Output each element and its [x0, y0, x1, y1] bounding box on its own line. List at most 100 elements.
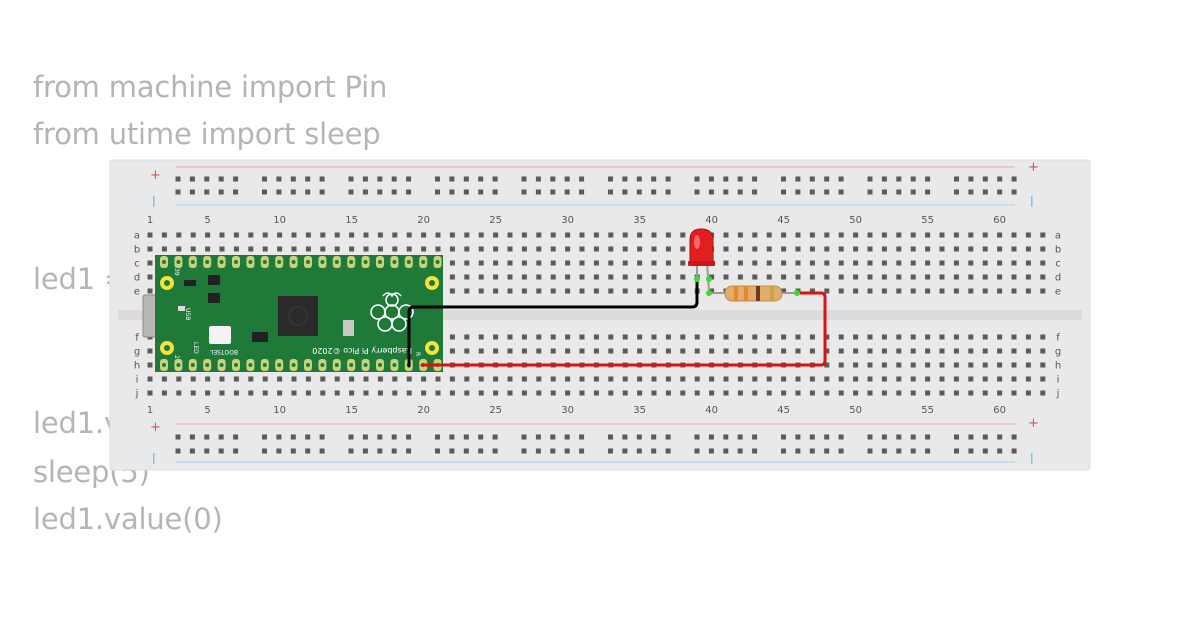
rail-hole[interactable]	[795, 176, 801, 182]
breadboard-hole[interactable]	[939, 288, 945, 294]
breadboard-hole[interactable]	[1011, 362, 1017, 368]
breadboard-hole[interactable]	[910, 246, 916, 252]
breadboard-hole[interactable]	[824, 334, 830, 340]
breadboard-hole[interactable]	[853, 362, 859, 368]
rail-hole[interactable]	[233, 176, 239, 182]
rail-hole[interactable]	[521, 434, 527, 440]
rail-hole[interactable]	[521, 176, 527, 182]
rail-hole[interactable]	[954, 189, 959, 195]
rail-hole[interactable]	[579, 176, 585, 182]
breadboard-hole[interactable]	[536, 288, 542, 294]
breadboard-hole[interactable]	[550, 274, 556, 280]
rail-hole[interactable]	[708, 448, 714, 454]
breadboard-hole[interactable]	[781, 232, 787, 238]
breadboard-hole[interactable]	[593, 274, 599, 280]
breadboard-hole[interactable]	[349, 232, 355, 238]
breadboard-hole[interactable]	[694, 376, 700, 382]
breadboard-hole[interactable]	[953, 260, 959, 266]
breadboard-hole[interactable]	[997, 362, 1003, 368]
rail-hole[interactable]	[781, 176, 786, 182]
breadboard-hole[interactable]	[752, 376, 758, 382]
breadboard-hole[interactable]	[867, 348, 873, 354]
breadboard-hole[interactable]	[809, 288, 815, 294]
breadboard-hole[interactable]	[953, 288, 959, 294]
rail-hole[interactable]	[708, 189, 714, 195]
rail-hole[interactable]	[752, 189, 758, 195]
rail-hole[interactable]	[982, 448, 988, 454]
rail-hole[interactable]	[492, 448, 498, 454]
rail-hole[interactable]	[1011, 448, 1017, 454]
breadboard-hole[interactable]	[622, 334, 628, 340]
rail-hole[interactable]	[348, 448, 354, 454]
rail-hole[interactable]	[608, 176, 613, 182]
breadboard-hole[interactable]	[838, 246, 844, 252]
breadboard-hole[interactable]	[536, 390, 542, 396]
breadboard-hole[interactable]	[493, 246, 499, 252]
rail-hole[interactable]	[838, 434, 844, 440]
rail-hole[interactable]	[737, 434, 743, 440]
breadboard-hole[interactable]	[507, 376, 513, 382]
rail-hole[interactable]	[218, 189, 224, 195]
breadboard-hole[interactable]	[795, 334, 801, 340]
breadboard-hole[interactable]	[622, 232, 628, 238]
breadboard-hole[interactable]	[248, 390, 254, 396]
rail-hole[interactable]	[925, 434, 931, 440]
breadboard-hole[interactable]	[464, 390, 470, 396]
breadboard-hole[interactable]	[219, 246, 225, 252]
rail-hole[interactable]	[305, 176, 311, 182]
rail-hole[interactable]	[262, 434, 267, 440]
breadboard-hole[interactable]	[968, 362, 974, 368]
breadboard-hole[interactable]	[853, 288, 859, 294]
breadboard-hole[interactable]	[190, 246, 196, 252]
breadboard-hole[interactable]	[435, 376, 441, 382]
rail-hole[interactable]	[896, 434, 902, 440]
breadboard-hole[interactable]	[536, 334, 542, 340]
breadboard-hole[interactable]	[205, 390, 211, 396]
breadboard-hole[interactable]	[493, 348, 499, 354]
breadboard-hole[interactable]	[665, 348, 671, 354]
rail-hole[interactable]	[406, 448, 412, 454]
rail-hole[interactable]	[550, 434, 556, 440]
breadboard-hole[interactable]	[838, 274, 844, 280]
breadboard-hole[interactable]	[464, 232, 470, 238]
breadboard-hole[interactable]	[982, 288, 988, 294]
rail-hole[interactable]	[809, 189, 815, 195]
rail-hole[interactable]	[535, 448, 541, 454]
breadboard-hole[interactable]	[349, 246, 355, 252]
breadboard-hole[interactable]	[622, 288, 628, 294]
breadboard-hole[interactable]	[968, 246, 974, 252]
rail-hole[interactable]	[262, 176, 267, 182]
rail-hole[interactable]	[406, 434, 412, 440]
breadboard-hole[interactable]	[781, 260, 787, 266]
breadboard-hole[interactable]	[493, 334, 499, 340]
breadboard-hole[interactable]	[219, 376, 225, 382]
breadboard-hole[interactable]	[752, 390, 758, 396]
breadboard-hole[interactable]	[233, 232, 239, 238]
breadboard-hole[interactable]	[881, 246, 887, 252]
breadboard-hole[interactable]	[550, 390, 556, 396]
breadboard-hole[interactable]	[1025, 274, 1031, 280]
rail-hole[interactable]	[391, 176, 397, 182]
breadboard-hole[interactable]	[709, 274, 715, 280]
breadboard-hole[interactable]	[507, 246, 513, 252]
breadboard-hole[interactable]	[205, 246, 211, 252]
breadboard-hole[interactable]	[478, 288, 484, 294]
breadboard-hole[interactable]	[464, 348, 470, 354]
breadboard-hole[interactable]	[421, 390, 427, 396]
breadboard-hole[interactable]	[593, 246, 599, 252]
breadboard-hole[interactable]	[205, 232, 211, 238]
breadboard-hole[interactable]	[377, 246, 383, 252]
breadboard-hole[interactable]	[982, 246, 988, 252]
breadboard-hole[interactable]	[248, 246, 254, 252]
breadboard-hole[interactable]	[824, 274, 830, 280]
breadboard-hole[interactable]	[147, 232, 153, 238]
rail-hole[interactable]	[1011, 189, 1017, 195]
breadboard-hole[interactable]	[881, 288, 887, 294]
rail-hole[interactable]	[406, 189, 412, 195]
breadboard-hole[interactable]	[824, 288, 830, 294]
breadboard-hole[interactable]	[795, 390, 801, 396]
rail-hole[interactable]	[867, 448, 873, 454]
breadboard-hole[interactable]	[752, 260, 758, 266]
breadboard-hole[interactable]	[982, 376, 988, 382]
rail-hole[interactable]	[319, 434, 325, 440]
